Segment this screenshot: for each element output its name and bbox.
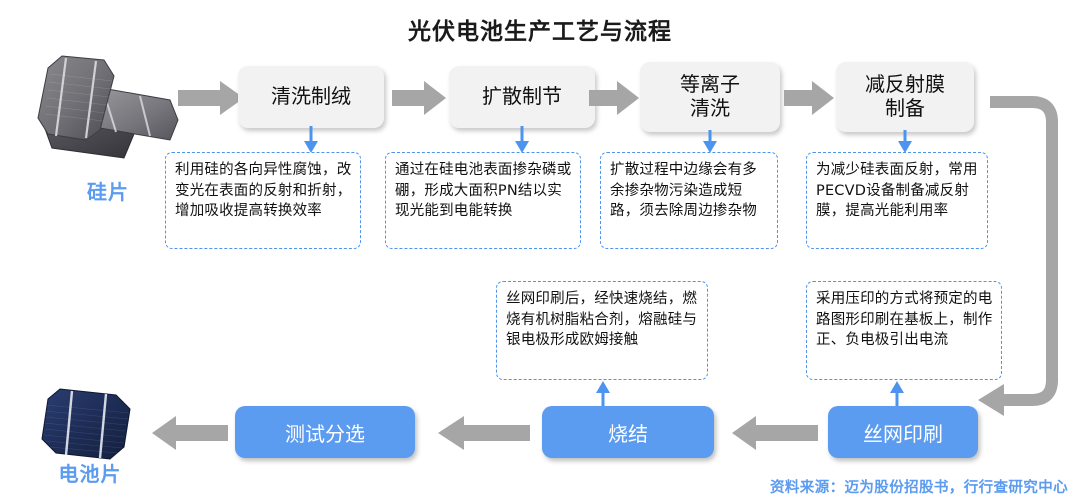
flow-connector-arc-to-screenprint — [960, 80, 1080, 444]
page-title: 光伏电池生产工艺与流程 — [408, 19, 672, 45]
solar-cell-image — [30, 385, 150, 467]
process-step-label: 扩散制节 — [482, 84, 562, 109]
flow-arrow-testing-to-cell — [148, 415, 228, 451]
input-label: 硅片 — [87, 180, 129, 204]
connector-step3-to-note — [699, 130, 721, 154]
process-step-label: 丝网印刷 — [863, 421, 943, 446]
process-step-diffusion[interactable]: 扩散制节 — [449, 66, 595, 128]
note-clean-texture: 利用硅的各向异性腐蚀，改变光在表面的反射和折射，增加吸收提高转换效率 — [165, 152, 361, 249]
silicon-wafer-image — [28, 48, 188, 168]
process-step-label: 减反射膜 制备 — [865, 72, 945, 120]
flow-arrow-step1-to-step2 — [392, 80, 448, 116]
flow-arrow-step3-to-step4 — [784, 80, 836, 116]
note-arc-film: 为减少硅表面反射，常用PECVD设备制备减反射膜，提高光能利用率 — [806, 152, 988, 249]
source-footnote: 资料来源：迈为股份招股书，行行查研究中心 — [770, 480, 1068, 496]
process-step-label: 清洗制绒 — [271, 84, 351, 109]
process-step-plasma-clean[interactable]: 等离子 清洗 — [640, 62, 780, 132]
flow-arrow-screenprint-to-sintering — [728, 415, 818, 451]
process-step-label: 烧结 — [608, 421, 648, 446]
process-step-screen-printing[interactable]: 丝网印刷 — [828, 406, 978, 458]
process-step-testing-sorting[interactable]: 测试分选 — [235, 406, 415, 458]
note-diffusion: 通过在硅电池表面掺杂磷或硼，形成大面积PN结以实现光能到电能转换 — [385, 152, 581, 249]
process-step-sintering[interactable]: 烧结 — [542, 406, 714, 458]
connector-step1-to-note — [300, 126, 322, 154]
process-step-clean-texture[interactable]: 清洗制绒 — [238, 66, 384, 128]
flow-arrow-wafer-to-step1 — [178, 80, 246, 116]
flow-arrow-step2-to-step3 — [589, 80, 641, 116]
process-step-label: 测试分选 — [285, 421, 365, 446]
note-sintering: 丝网印刷后，经快速烧结，燃烧有机树脂粘合剂，熔融硅与银电极形成欧姆接触 — [496, 281, 708, 380]
connector-step2-to-note — [511, 126, 533, 154]
connector-step4-to-note — [894, 130, 916, 154]
note-plasma-clean: 扩散过程中边缘会有多余掺杂物污染造成短路，须去除周边掺杂物 — [600, 152, 778, 249]
flow-arrow-sintering-to-testing — [434, 415, 530, 451]
note-screen-print: 采用压印的方式将预定的电路图形印刷在基板上，制作正、负电极引出电流 — [806, 281, 1002, 380]
process-step-label: 等离子 清洗 — [680, 72, 740, 120]
output-label: 电池片 — [58, 462, 122, 486]
process-step-arc-film[interactable]: 减反射膜 制备 — [836, 62, 974, 132]
